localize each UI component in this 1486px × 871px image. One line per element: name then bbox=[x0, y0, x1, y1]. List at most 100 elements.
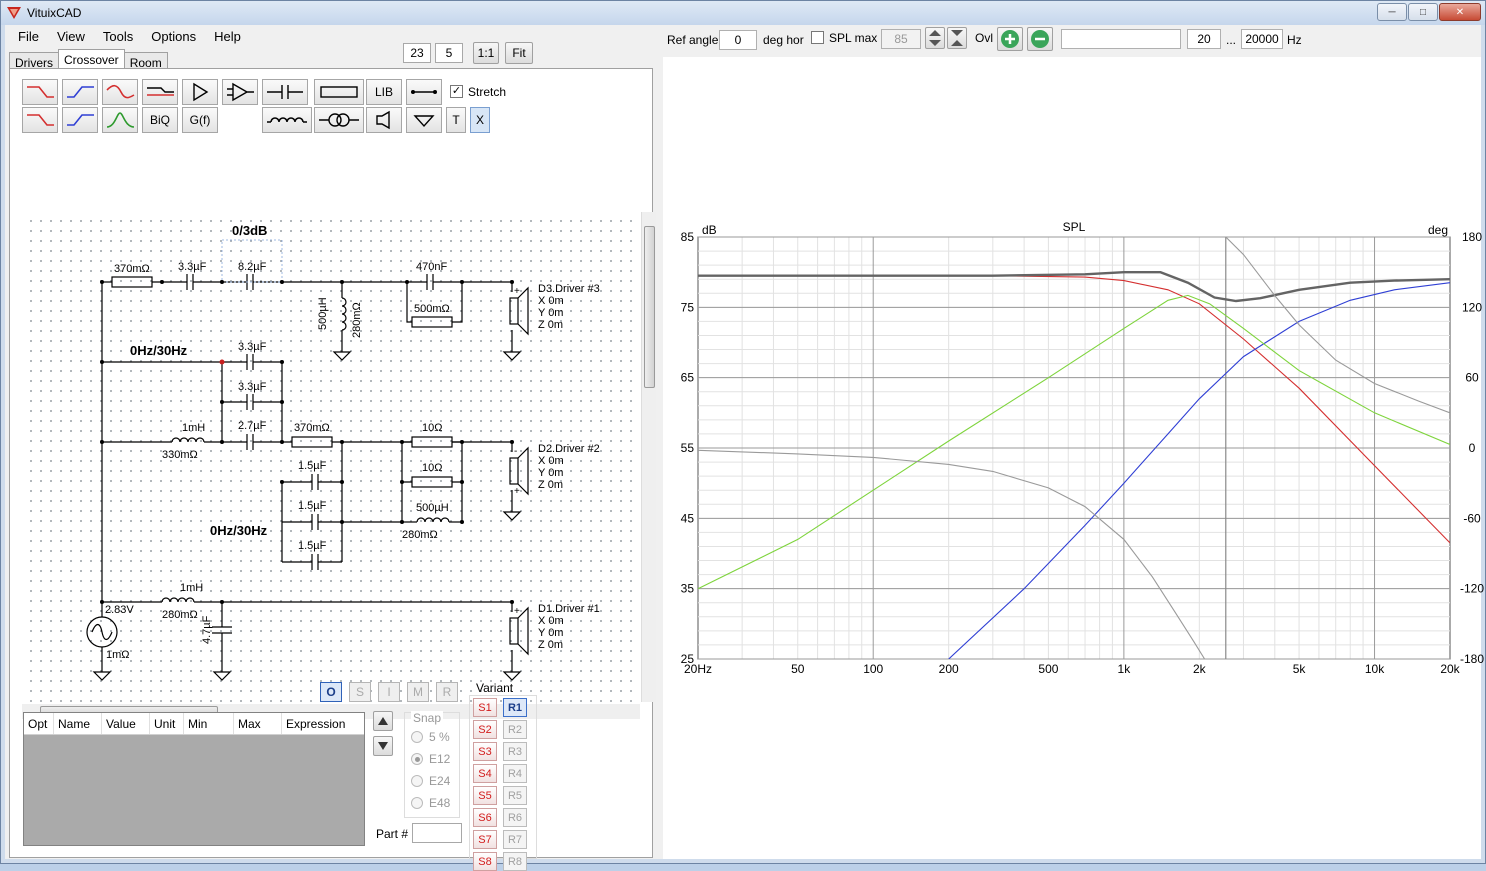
variant-s6-button[interactable]: S6 bbox=[473, 808, 497, 827]
variant-s5-button[interactable]: S5 bbox=[473, 786, 497, 805]
column-header[interactable]: Unit bbox=[150, 713, 184, 734]
freq-min-field[interactable]: 20 bbox=[1187, 29, 1221, 49]
menu-view[interactable]: View bbox=[56, 29, 85, 44]
scale-up-down-button[interactable] bbox=[925, 27, 945, 49]
transfer-function-button[interactable]: G(f) bbox=[182, 107, 218, 133]
variant-r7-button[interactable]: R7 bbox=[503, 830, 527, 849]
variant-r5-button[interactable]: R5 bbox=[503, 786, 527, 805]
buffer-tool[interactable] bbox=[182, 79, 218, 105]
variant-r3-button[interactable]: R3 bbox=[503, 742, 527, 761]
transformer-tool[interactable] bbox=[314, 107, 364, 133]
close-button[interactable]: ✕ bbox=[1439, 3, 1481, 21]
variant-r2-button[interactable]: R2 bbox=[503, 720, 527, 739]
speaker-tool[interactable] bbox=[366, 107, 402, 133]
zoom-1to1-button[interactable]: 1:1 bbox=[473, 42, 499, 64]
maximize-button[interactable]: □ bbox=[1408, 3, 1438, 21]
grid-y-field[interactable]: 5 bbox=[435, 43, 463, 63]
snap-5pct-radio[interactable] bbox=[411, 731, 423, 743]
column-header[interactable]: Name bbox=[54, 713, 102, 734]
biquad-button[interactable]: BiQ bbox=[142, 107, 178, 133]
column-header[interactable]: Max bbox=[234, 713, 282, 734]
add-overlay-button[interactable] bbox=[997, 27, 1023, 51]
menu-options[interactable]: Options bbox=[151, 29, 197, 44]
schematic-label: 3.3µF bbox=[178, 261, 207, 273]
variant-s1-button[interactable]: S1 bbox=[473, 698, 497, 717]
snap-e12-radio[interactable] bbox=[411, 753, 423, 765]
library-button[interactable]: LIB bbox=[366, 79, 402, 105]
grid-x-field[interactable]: 23 bbox=[403, 43, 431, 63]
menu-file[interactable]: File bbox=[18, 29, 39, 44]
x-tick-label: 10k bbox=[1365, 662, 1385, 676]
updown-arrows-icon bbox=[929, 30, 941, 46]
column-header[interactable]: Min bbox=[184, 713, 234, 734]
variant-s3-button[interactable]: S3 bbox=[473, 742, 497, 761]
schematic-vertical-scrollbar[interactable] bbox=[641, 212, 656, 702]
schematic-label: 330mΩ bbox=[162, 449, 198, 461]
mode-i-button[interactable]: I bbox=[378, 682, 400, 702]
text-tool[interactable]: T bbox=[446, 107, 466, 133]
ref-angle-field[interactable]: 0 bbox=[719, 30, 757, 50]
wire-tool[interactable] bbox=[406, 79, 442, 105]
mode-s-button[interactable]: S bbox=[349, 682, 371, 702]
arrow-down-icon bbox=[378, 742, 388, 750]
highpass-blue-tool[interactable] bbox=[62, 79, 98, 105]
column-header[interactable]: Value bbox=[102, 713, 150, 734]
scroll-thumb[interactable] bbox=[644, 226, 655, 388]
stretch-checkbox[interactable]: ✓ bbox=[450, 85, 463, 98]
cross-tool[interactable]: X bbox=[470, 107, 490, 133]
menu-help[interactable]: Help bbox=[214, 29, 241, 44]
capacitor-tool[interactable] bbox=[262, 79, 308, 105]
resistor-tool[interactable] bbox=[314, 79, 364, 105]
overlay-name-field[interactable] bbox=[1061, 29, 1181, 49]
variant-s4-button[interactable]: S4 bbox=[473, 764, 497, 783]
title-bar[interactable]: VituixCAD ─ □ ✕ bbox=[1, 1, 1485, 25]
variant-s2-button[interactable]: S2 bbox=[473, 720, 497, 739]
schematic-label: Y 0m bbox=[538, 627, 563, 639]
lowshelf-red-tool[interactable] bbox=[102, 79, 138, 105]
column-header[interactable]: Expression bbox=[286, 717, 346, 731]
table-header: Opt Name Value Unit Min Max Expression bbox=[24, 713, 364, 735]
parameter-table[interactable]: Opt Name Value Unit Min Max Expression bbox=[23, 712, 365, 846]
variant-r4-button[interactable]: R4 bbox=[503, 764, 527, 783]
bandpass-green-tool[interactable] bbox=[102, 107, 138, 133]
zoom-fit-button[interactable]: Fit bbox=[505, 42, 533, 64]
variant-s7-button[interactable]: S7 bbox=[473, 830, 497, 849]
tab-room[interactable]: Room bbox=[123, 52, 168, 72]
mode-r-button[interactable]: R bbox=[436, 682, 458, 702]
variant-r8-button[interactable]: R8 bbox=[503, 852, 527, 871]
spl-max-field[interactable]: 85 bbox=[881, 29, 921, 49]
opamp-tool[interactable] bbox=[222, 79, 258, 105]
snap-e24-radio[interactable] bbox=[411, 775, 423, 787]
mode-o-button[interactable]: O bbox=[320, 682, 342, 702]
highpass2-blue-tool[interactable] bbox=[62, 107, 98, 133]
menu-tools[interactable]: Tools bbox=[102, 29, 134, 44]
lowpass2-red-tool[interactable] bbox=[22, 107, 58, 133]
move-up-button[interactable] bbox=[373, 711, 393, 731]
lowpass-red-tool[interactable] bbox=[22, 79, 58, 105]
part-number-field[interactable] bbox=[412, 823, 462, 843]
buffer-icon bbox=[193, 82, 209, 102]
snap-e48-radio[interactable] bbox=[411, 797, 423, 809]
spl-max-checkbox[interactable] bbox=[811, 31, 824, 44]
attenuator-tool[interactable] bbox=[142, 79, 178, 105]
mode-m-button[interactable]: M bbox=[407, 682, 429, 702]
inductor-tool[interactable] bbox=[262, 107, 312, 133]
series-line-3 bbox=[698, 270, 1450, 303]
variant-r6-button[interactable]: R6 bbox=[503, 808, 527, 827]
y2-tick-label: -180 bbox=[1460, 652, 1484, 666]
polarity-plus: + bbox=[514, 286, 520, 297]
ground-tool[interactable] bbox=[406, 107, 442, 133]
variant-s8-button[interactable]: S8 bbox=[473, 852, 497, 871]
column-header[interactable]: Opt bbox=[24, 713, 54, 734]
tab-crossover[interactable]: Crossover bbox=[58, 49, 125, 72]
schematic-label: D3.Driver #3 bbox=[538, 283, 600, 295]
minimize-button[interactable]: ─ bbox=[1377, 3, 1407, 21]
schematic-label: Y 0m bbox=[538, 467, 563, 479]
scale-compress-button[interactable] bbox=[947, 27, 967, 49]
schematic-canvas[interactable]: 0/3dB 370mΩ 3.3µF 8.2µF 470nF 500mΩ 500µ… bbox=[22, 212, 640, 702]
remove-overlay-button[interactable] bbox=[1027, 27, 1053, 51]
freq-max-field[interactable]: 20000 bbox=[1241, 29, 1283, 49]
variant-r1-button[interactable]: R1 bbox=[503, 698, 527, 717]
move-down-button[interactable] bbox=[373, 736, 393, 756]
